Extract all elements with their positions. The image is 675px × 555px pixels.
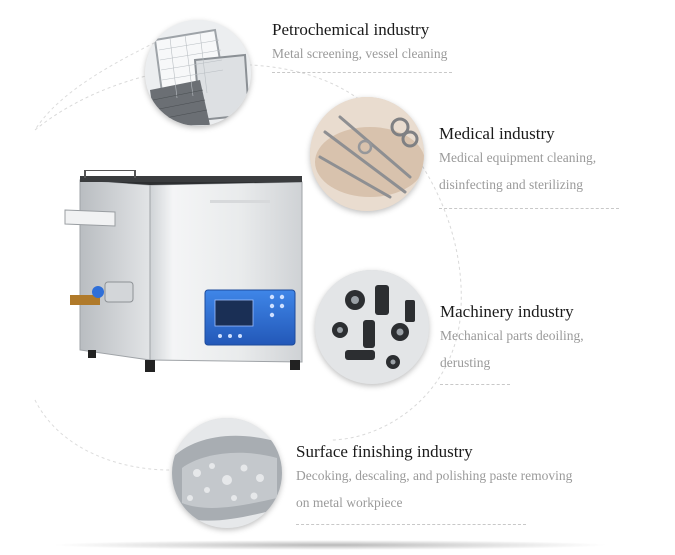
metal-screen-icon <box>145 20 251 126</box>
footer-shadow <box>50 540 610 550</box>
divider <box>272 72 452 73</box>
industry-title: Petrochemical industry <box>272 20 430 39</box>
industry-description-line: Decoking, descaling, and polishing paste… <box>296 468 573 483</box>
surgical-tools-icon <box>310 97 424 211</box>
industry-description-line: on metal workpiece <box>296 495 403 510</box>
divider <box>440 384 510 385</box>
industry-description-line: derusting <box>440 355 491 370</box>
surface-finishing-image <box>172 418 282 528</box>
machinery-image <box>315 270 429 384</box>
industry-description-line: Metal screening, vessel cleaning <box>272 46 448 61</box>
industry-machinery: Machinery industry Mechanical parts deoi… <box>440 302 584 376</box>
industry-surface-finishing: Surface finishing industry Decoking, des… <box>296 442 572 516</box>
industry-description-line: Medical equipment cleaning, <box>439 150 597 165</box>
industry-description-line: disinfecting and sterilizing <box>439 177 583 192</box>
petrochemical-image <box>145 20 251 126</box>
industry-description-line: Mechanical parts deoiling, <box>440 328 584 343</box>
industry-petrochemical: Petrochemical industry Metal screening, … <box>272 20 447 67</box>
industry-title: Surface finishing industry <box>296 442 473 461</box>
industry-medical: Medical industry Medical equipment clean… <box>439 124 596 198</box>
divider <box>296 524 526 525</box>
ultrasonic-cleaner-image <box>64 170 303 372</box>
medical-image <box>310 97 424 211</box>
machine-parts-icon <box>315 270 429 384</box>
industry-title: Machinery industry <box>440 302 574 321</box>
industry-title: Medical industry <box>439 124 555 143</box>
metal-workpiece-icon <box>172 418 282 528</box>
divider <box>439 208 619 209</box>
